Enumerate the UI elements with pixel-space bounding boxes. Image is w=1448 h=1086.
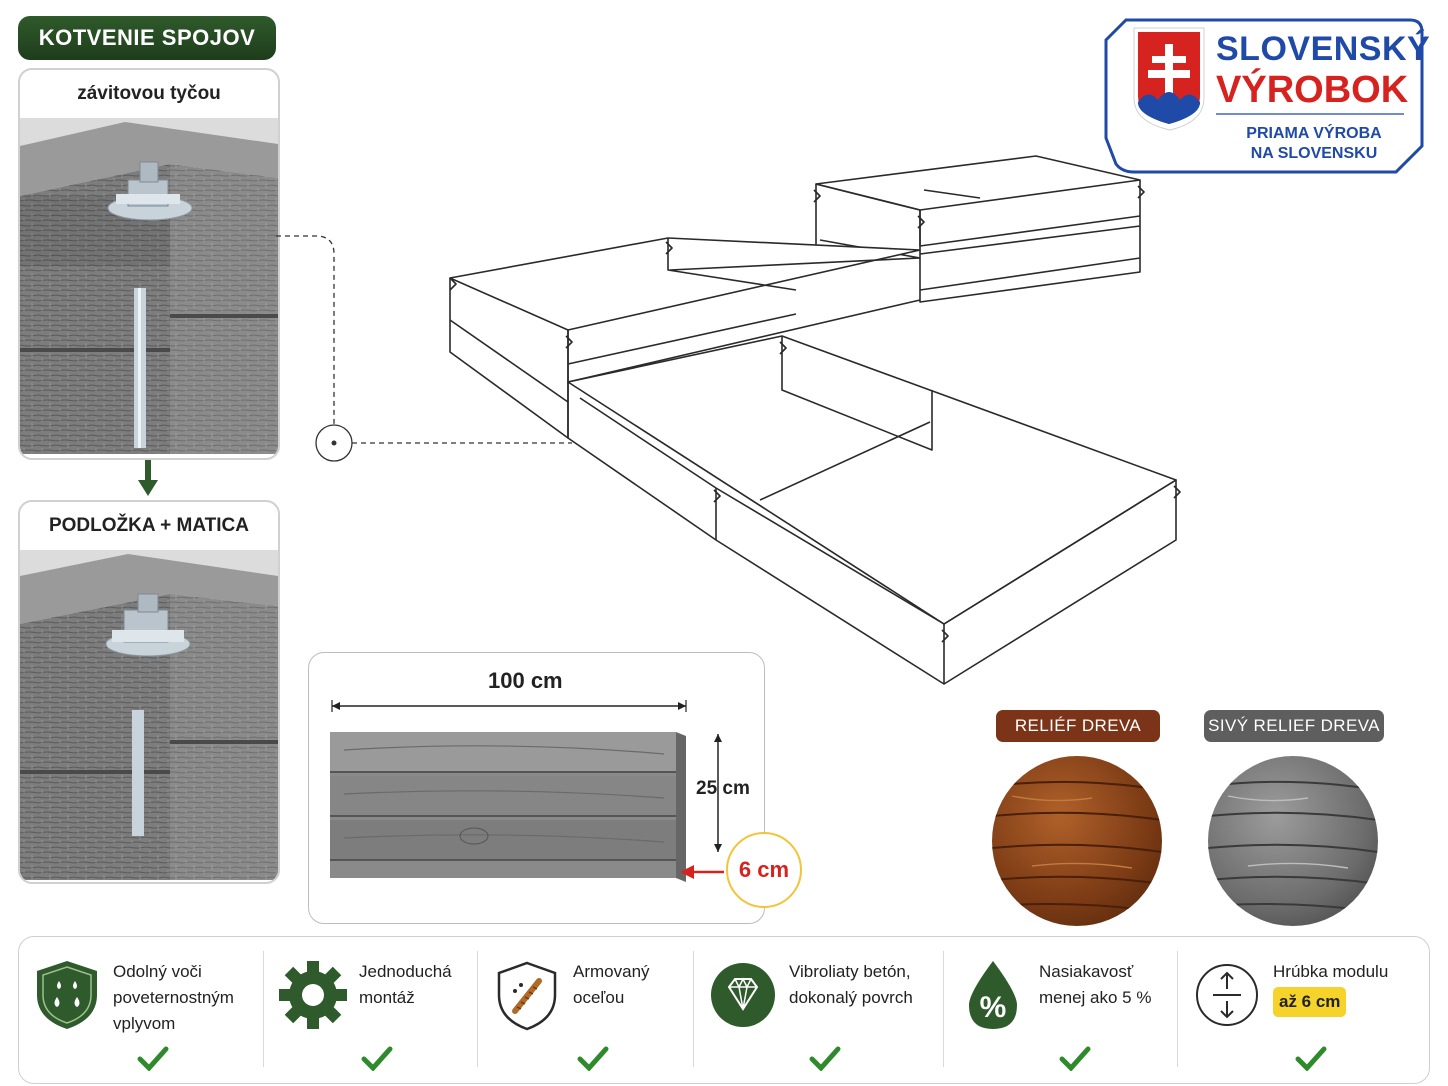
badge-sub2: NA SLOVENSKU bbox=[1250, 145, 1378, 162]
corner-joint-rod-photo bbox=[20, 118, 278, 454]
badge-line2: VÝROBOK bbox=[1216, 69, 1409, 111]
feature-text: Armovaný oceľou bbox=[573, 962, 650, 1007]
percent-drop-icon: % bbox=[969, 961, 1017, 1029]
gear-icon bbox=[279, 961, 347, 1029]
shield-rebar-icon bbox=[497, 961, 557, 1031]
check-icon bbox=[1059, 1046, 1091, 1071]
feature-text: Jednoduchá montáž bbox=[359, 962, 452, 1007]
dimension-height: 25 cm bbox=[696, 778, 750, 799]
feature-thickness: Hrúbka modulu až 6 cm bbox=[1179, 937, 1427, 1083]
step-caption-rod: závitovou tyčou bbox=[77, 83, 221, 104]
corner-joint-nut-photo bbox=[20, 550, 278, 880]
thickness-arrows-icon bbox=[1196, 964, 1258, 1026]
check-icon bbox=[1295, 1046, 1327, 1071]
step-caption-nut: PODLOŽKA + MATICA bbox=[48, 515, 250, 536]
raised-bed-diagram bbox=[449, 155, 1181, 685]
feature-text: Nasiakavosť menej ako 5 % bbox=[1039, 962, 1152, 1007]
shield-drops-icon bbox=[37, 961, 97, 1029]
dimension-length: 100 cm bbox=[488, 668, 563, 693]
finish-tag-brown: RELIÉF DREVA bbox=[996, 710, 1160, 742]
feature-weather: Odolný voči poveternostným vplyvom bbox=[19, 937, 263, 1083]
slovak-product-badge: SLOVENSKÝ VÝROBOK PRIAMA VÝROBA NA SLOVE… bbox=[1104, 18, 1431, 174]
finish-swatch-grey bbox=[1208, 756, 1378, 926]
svg-text:%: % bbox=[980, 991, 1007, 1024]
feature-reinforced: Armovaný oceľou bbox=[479, 937, 693, 1083]
anchor-step-rod-card: závitovou tyčou bbox=[18, 68, 280, 460]
feature-text: Vibroliaty betón, dokonalý povrch bbox=[789, 962, 913, 1007]
feature-text: Odolný voči poveternostným vplyvom bbox=[113, 962, 234, 1033]
feature-text: Hrúbka modulu až 6 cm bbox=[1273, 959, 1388, 1017]
anchor-step-nut-card: PODLOŽKA + MATICA bbox=[18, 500, 280, 884]
thickness-highlight: až 6 cm bbox=[1273, 987, 1347, 1017]
badge-sub1: PRIAMA VÝROBA bbox=[1246, 125, 1382, 142]
check-icon bbox=[809, 1046, 841, 1071]
finish-swatch-brown bbox=[992, 756, 1162, 926]
features-bar: Odolný voči poveternostným vplyvom Jedno… bbox=[18, 936, 1430, 1084]
module-panel-illustration bbox=[330, 700, 724, 882]
feature-assembly: Jednoduchá montáž bbox=[265, 937, 477, 1083]
diamond-icon bbox=[711, 963, 775, 1027]
arrow-down-icon bbox=[138, 460, 158, 496]
check-icon bbox=[137, 1046, 169, 1071]
leader-line bbox=[276, 235, 572, 462]
check-icon bbox=[361, 1046, 393, 1071]
feature-absorption: % Nasiakavosť menej ako 5 % bbox=[945, 937, 1177, 1083]
badge-line1: SLOVENSKÝ bbox=[1216, 30, 1431, 68]
check-icon bbox=[577, 1046, 609, 1071]
feature-concrete: Vibroliaty betón, dokonalý povrch bbox=[695, 937, 943, 1083]
finish-tag-grey: SIVÝ RELIEF DREVA bbox=[1204, 710, 1384, 742]
dimension-thickness: 6 cm bbox=[726, 832, 802, 908]
section-title: KOTVENIE SPOJOV bbox=[18, 16, 276, 60]
